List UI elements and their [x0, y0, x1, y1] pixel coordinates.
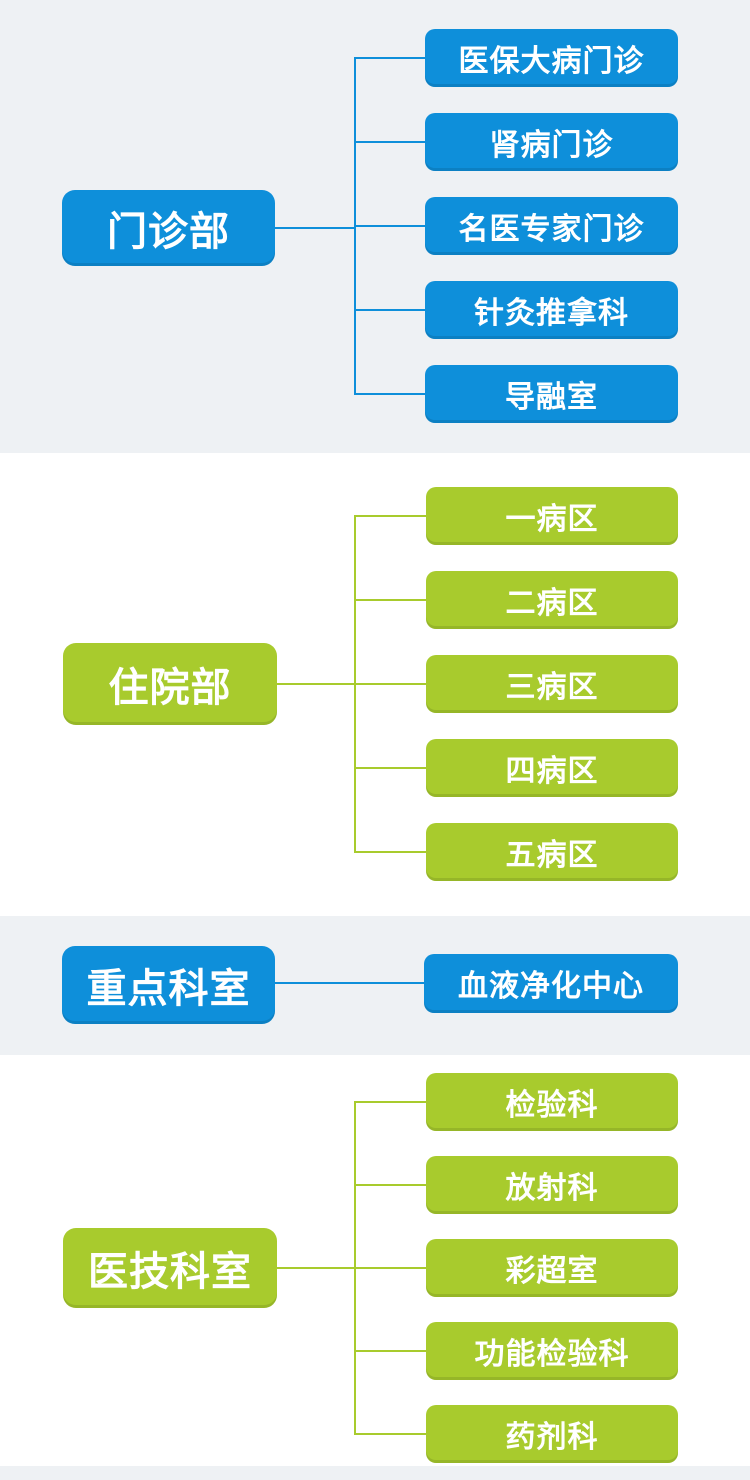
child-node: 放射科: [426, 1156, 678, 1214]
child-node: 五病区: [426, 823, 678, 881]
connector-line: [277, 1267, 355, 1269]
parent-node-inpatient: 住院部: [63, 643, 277, 725]
connector-line: [355, 1184, 426, 1186]
child-node: 二病区: [426, 571, 678, 629]
connector-line: [355, 57, 425, 59]
connector-line: [355, 1350, 426, 1352]
connector-line: [355, 1101, 426, 1103]
child-node: 一病区: [426, 487, 678, 545]
parent-node-key-departments: 重点科室: [62, 946, 275, 1024]
child-node: 三病区: [426, 655, 678, 713]
parent-node-outpatient: 门诊部: [62, 190, 275, 266]
connector-line: [275, 227, 355, 229]
connector-line: [277, 683, 355, 685]
connector-line: [355, 683, 426, 685]
background-band: [0, 1466, 750, 1480]
parent-node-medical-technology: 医技科室: [63, 1228, 277, 1308]
connector-line: [355, 309, 425, 311]
connector-line: [355, 1433, 426, 1435]
child-node: 针灸推拿科: [425, 281, 678, 339]
connector-line: [355, 767, 426, 769]
child-node: 药剂科: [426, 1405, 678, 1463]
connector-line: [355, 393, 425, 395]
connector-line: [355, 599, 426, 601]
child-node: 医保大病门诊: [425, 29, 678, 87]
child-node: 功能检验科: [426, 1322, 678, 1380]
child-node: 四病区: [426, 739, 678, 797]
connector-line: [355, 225, 425, 227]
connector-line: [355, 141, 425, 143]
child-node: 彩超室: [426, 1239, 678, 1297]
child-node: 名医专家门诊: [425, 197, 678, 255]
child-node: 导融室: [425, 365, 678, 423]
connector-line: [275, 982, 424, 984]
connector-line: [355, 851, 426, 853]
connector-line: [355, 1267, 426, 1269]
child-node: 检验科: [426, 1073, 678, 1131]
child-node: 肾病门诊: [425, 113, 678, 171]
child-node: 血液净化中心: [424, 953, 678, 1013]
connector-line: [355, 515, 426, 517]
